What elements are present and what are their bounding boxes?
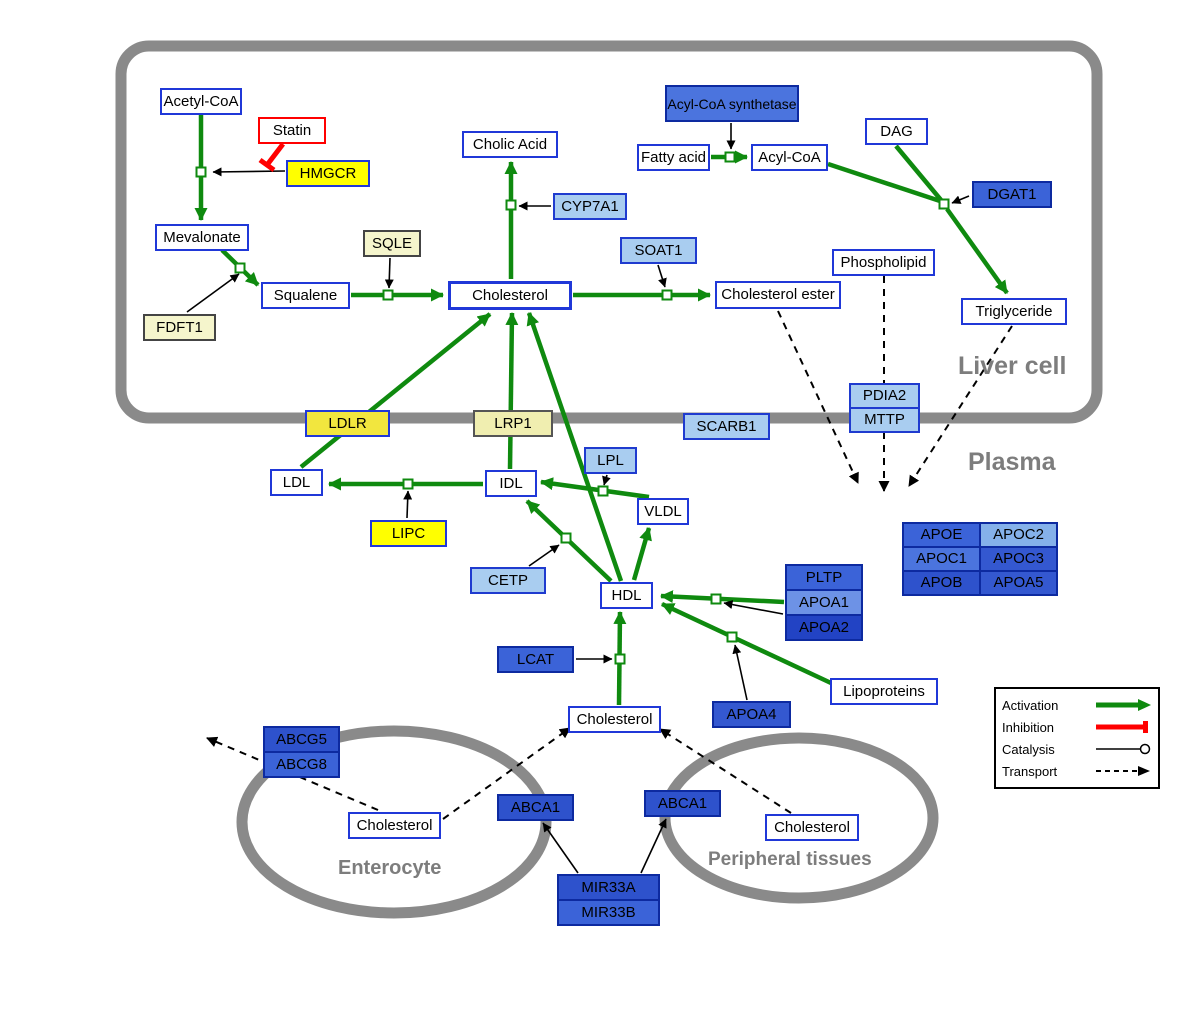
- node-cyp7a1[interactable]: CYP7A1: [553, 193, 627, 220]
- legend-transport-label: Transport: [1002, 763, 1058, 779]
- node-lipc[interactable]: LIPC: [370, 520, 447, 547]
- node-apoe[interactable]: APOE: [902, 522, 981, 548]
- node-lrp1[interactable]: LRP1: [473, 410, 553, 437]
- node-ldlr[interactable]: LDLR: [305, 410, 390, 437]
- node-lpl[interactable]: LPL: [584, 447, 637, 474]
- node-hdl[interactable]: HDL: [600, 582, 653, 609]
- node-abcg8[interactable]: ABCG8: [263, 751, 340, 778]
- peripheral-tissues-label: Peripheral tissues: [708, 849, 872, 870]
- node-lipoproteins[interactable]: Lipoproteins: [830, 678, 938, 705]
- node-abca1-peripheral[interactable]: ABCA1: [644, 790, 721, 817]
- node-apoc1[interactable]: APOC1: [902, 546, 981, 572]
- legend: Activation Inhibition Catalysis Transpor…: [994, 687, 1160, 789]
- node-dag[interactable]: DAG: [865, 118, 928, 145]
- node-pdia2[interactable]: PDIA2: [849, 383, 920, 409]
- node-apoc2[interactable]: APOC2: [979, 522, 1058, 548]
- node-dgat1[interactable]: DGAT1: [972, 181, 1052, 208]
- node-apoa4[interactable]: APOA4: [712, 701, 791, 728]
- node-pltp[interactable]: PLTP: [785, 564, 863, 591]
- node-squalene[interactable]: Squalene: [261, 282, 350, 309]
- node-fatty-acid[interactable]: Fatty acid: [637, 144, 710, 171]
- node-acyl-coa[interactable]: Acyl-CoA: [751, 144, 828, 171]
- node-cholesterol-peripheral[interactable]: Cholesterol: [765, 814, 859, 841]
- node-phospholipid[interactable]: Phospholipid: [832, 249, 935, 276]
- node-acyl-coa-synthetase[interactable]: Acyl-CoA synthetase: [665, 85, 799, 122]
- activation-arrow-icon: [1096, 699, 1151, 711]
- node-statin[interactable]: Statin: [258, 117, 326, 144]
- node-fdft1[interactable]: FDFT1: [143, 314, 216, 341]
- node-triglyceride[interactable]: Triglyceride: [961, 298, 1067, 325]
- node-cholesterol-plasma[interactable]: Cholesterol: [568, 706, 661, 733]
- node-hmgcr[interactable]: HMGCR: [286, 160, 370, 187]
- legend-row-activation: Activation: [1002, 694, 1152, 716]
- node-apoa2[interactable]: APOA2: [785, 614, 863, 641]
- legend-inhibition-label: Inhibition: [1002, 719, 1055, 735]
- node-acetyl-coa[interactable]: Acetyl-CoA: [160, 88, 242, 115]
- inhibition-edge-statin: [258, 142, 285, 173]
- node-abcg5[interactable]: ABCG5: [263, 726, 340, 753]
- catalysis-circle-icon: [1096, 743, 1151, 755]
- node-mir33a[interactable]: MIR33A: [557, 874, 660, 901]
- node-scarb1[interactable]: SCARB1: [683, 413, 770, 440]
- node-apoa1[interactable]: APOA1: [785, 589, 863, 616]
- node-idl[interactable]: IDL: [485, 470, 537, 497]
- node-sqle[interactable]: SQLE: [363, 230, 421, 257]
- node-soat1[interactable]: SOAT1: [620, 237, 697, 264]
- node-cholesterol-enterocyte[interactable]: Cholesterol: [348, 812, 441, 839]
- legend-row-transport: Transport: [1002, 760, 1152, 782]
- membranes: [115, 40, 1103, 919]
- activation-edges: [194, 115, 1009, 706]
- plasma-label: Plasma: [968, 448, 1056, 476]
- enterocyte-membrane: [236, 725, 552, 919]
- legend-activation-label: Activation: [1002, 697, 1059, 713]
- node-vldl[interactable]: VLDL: [637, 498, 689, 525]
- node-cetp[interactable]: CETP: [470, 567, 546, 594]
- node-cholesterol-liver[interactable]: Cholesterol: [448, 281, 572, 310]
- legend-row-catalysis: Catalysis: [1002, 738, 1152, 760]
- legend-catalysis-label: Catalysis: [1002, 741, 1055, 757]
- catalysis-edges: [186, 123, 970, 874]
- node-ldl[interactable]: LDL: [270, 469, 323, 496]
- enterocyte-label: Enterocyte: [338, 857, 442, 879]
- node-abca1-enterocyte[interactable]: ABCA1: [497, 794, 574, 821]
- reaction-nodes: [195, 151, 950, 665]
- node-apob[interactable]: APOB: [902, 570, 981, 596]
- node-lcat[interactable]: LCAT: [497, 646, 574, 673]
- legend-row-inhibition: Inhibition: [1002, 716, 1152, 738]
- liver-cell-membrane: [115, 40, 1103, 424]
- node-apoa5[interactable]: APOA5: [979, 570, 1058, 596]
- inhibition-tbar-icon: [1096, 721, 1148, 733]
- node-mttp[interactable]: MTTP: [849, 407, 920, 433]
- liver-cell-label: Liver cell: [958, 352, 1067, 380]
- peripheral-tissues-membrane: [659, 732, 939, 904]
- node-cholic-acid[interactable]: Cholic Acid: [462, 131, 558, 158]
- node-apoc3[interactable]: APOC3: [979, 546, 1058, 572]
- node-mir33b[interactable]: MIR33B: [557, 899, 660, 926]
- transport-dashed-arrow-icon: [1096, 766, 1150, 776]
- node-mevalonate[interactable]: Mevalonate: [155, 224, 249, 251]
- node-cholesterol-ester[interactable]: Cholesterol ester: [715, 281, 841, 309]
